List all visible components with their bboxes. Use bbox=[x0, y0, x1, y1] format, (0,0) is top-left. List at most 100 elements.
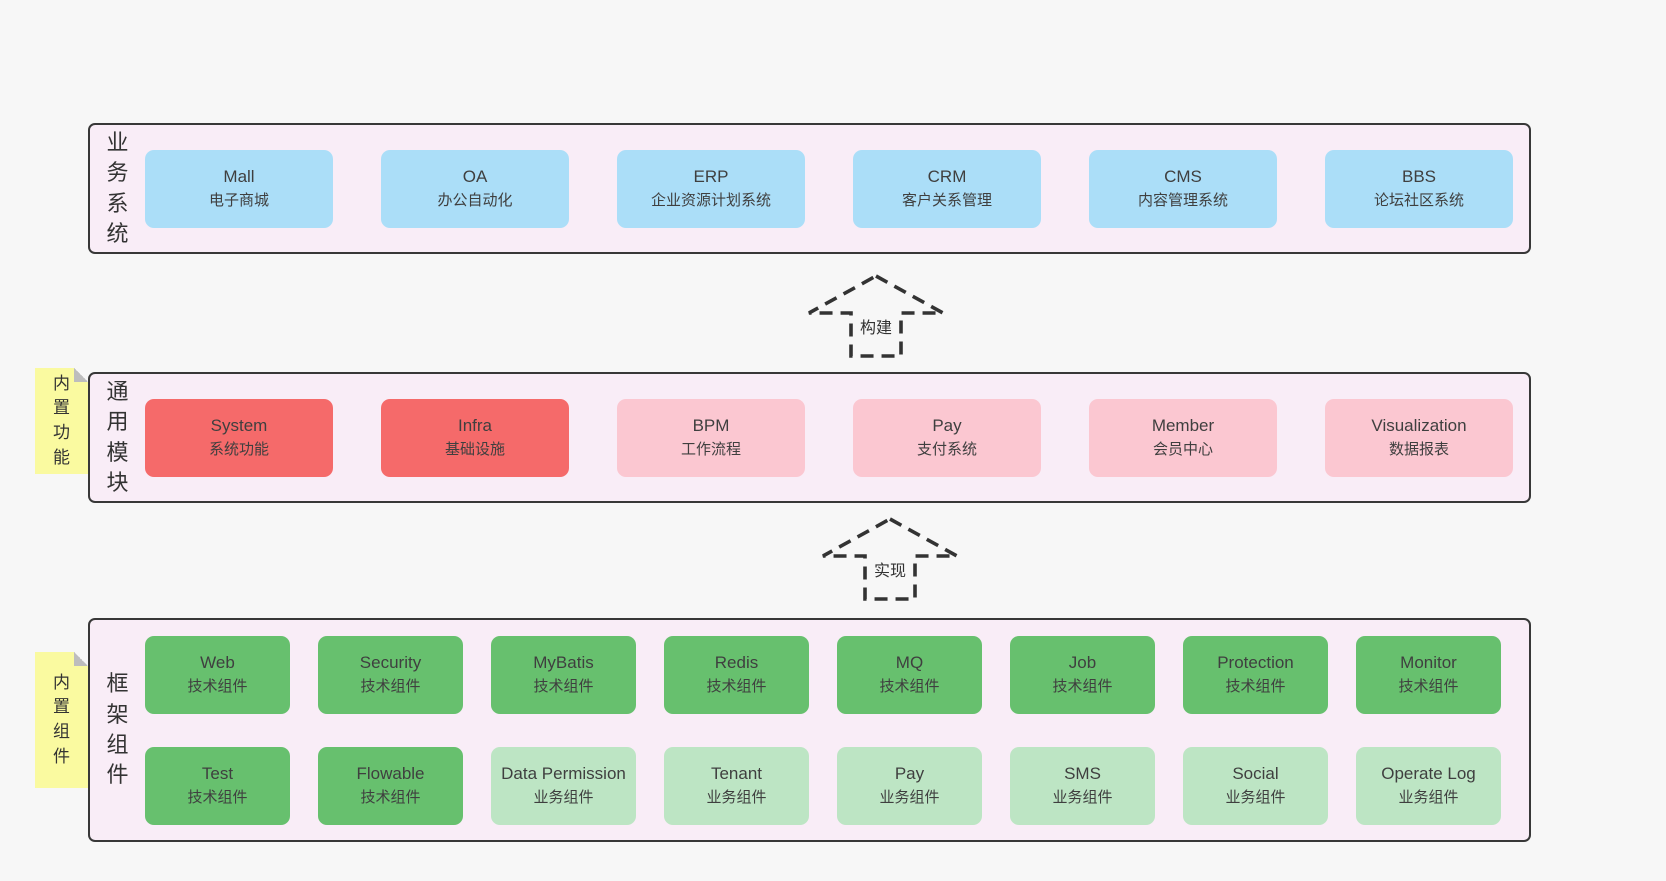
layer-common-modules: 通用模块 System 系统功能 Infra 基础设施 BPM 工作流程 Pay… bbox=[88, 372, 1531, 503]
box-mall: Mall 电子商城 bbox=[145, 149, 333, 228]
box-cms: CMS 内容管理系统 bbox=[1089, 149, 1277, 228]
box-title: MQ bbox=[895, 653, 924, 673]
box-title: CRM bbox=[927, 167, 967, 187]
box-oa: OA 办公自动化 bbox=[381, 149, 569, 228]
box-subtitle: 数据报表 bbox=[1388, 440, 1449, 458]
box-subtitle: 技术组件 bbox=[360, 788, 421, 806]
box-subtitle: 电子商城 bbox=[208, 191, 269, 209]
box-operate-log: Operate Log 业务组件 bbox=[1356, 746, 1501, 825]
box-title: Redis bbox=[714, 653, 759, 673]
box-protection: Protection 技术组件 bbox=[1183, 635, 1328, 714]
box-title: Member bbox=[1151, 416, 1215, 436]
box-bpm: BPM 工作流程 bbox=[617, 398, 805, 477]
box-title: Test bbox=[201, 764, 234, 784]
box-subtitle: 论坛社区系统 bbox=[1373, 191, 1464, 209]
layer-label-business: 业务系统 bbox=[90, 125, 145, 252]
box-security: Security 技术组件 bbox=[318, 635, 463, 714]
arrow-build-label: 构建 bbox=[855, 313, 897, 339]
module-boxes: System 系统功能 Infra 基础设施 BPM 工作流程 Pay 支付系统… bbox=[145, 374, 1529, 501]
box-pay-module: Pay 支付系统 bbox=[853, 398, 1041, 477]
box-visualization: Visualization 数据报表 bbox=[1325, 398, 1513, 477]
box-title: Mall bbox=[223, 167, 255, 187]
box-web: Web 技术组件 bbox=[145, 635, 290, 714]
box-title: Security bbox=[359, 653, 422, 673]
layer-label-components: 框架组件 bbox=[90, 620, 145, 840]
business-boxes: Mall 电子商城 OA 办公自动化 ERP 企业资源计划系统 CRM 客户关系… bbox=[145, 125, 1529, 252]
box-title: Web bbox=[200, 653, 235, 673]
box-erp: ERP 企业资源计划系统 bbox=[617, 149, 805, 228]
box-system: System 系统功能 bbox=[145, 398, 333, 477]
component-row-1: Web 技术组件 Security 技术组件 MyBatis 技术组件 Redi… bbox=[145, 635, 1529, 714]
box-subtitle: 企业资源计划系统 bbox=[650, 191, 771, 209]
box-title: OA bbox=[462, 167, 488, 187]
box-subtitle: 系统功能 bbox=[208, 440, 269, 458]
box-subtitle: 业务组件 bbox=[1225, 788, 1286, 806]
box-subtitle: 业务组件 bbox=[879, 788, 940, 806]
box-title: BBS bbox=[1401, 167, 1437, 187]
box-subtitle: 基础设施 bbox=[444, 440, 505, 458]
box-crm: CRM 客户关系管理 bbox=[853, 149, 1041, 228]
box-subtitle: 技术组件 bbox=[706, 677, 767, 695]
box-subtitle: 技术组件 bbox=[187, 677, 248, 695]
box-member: Member 会员中心 bbox=[1089, 398, 1277, 477]
box-tenant: Tenant 业务组件 bbox=[664, 746, 809, 825]
arrow-implement: 实现 bbox=[820, 516, 960, 602]
box-subtitle: 业务组件 bbox=[1398, 788, 1459, 806]
box-subtitle: 技术组件 bbox=[1052, 677, 1113, 695]
box-bbs: BBS 论坛社区系统 bbox=[1325, 149, 1513, 228]
box-test: Test 技术组件 bbox=[145, 746, 290, 825]
box-infra: Infra 基础设施 bbox=[381, 398, 569, 477]
note-built-in-features: 内置功能 bbox=[35, 368, 88, 474]
component-rows: Web 技术组件 Security 技术组件 MyBatis 技术组件 Redi… bbox=[145, 620, 1529, 840]
box-title: Pay bbox=[894, 764, 925, 784]
box-title: Social bbox=[1232, 764, 1279, 784]
box-job: Job 技术组件 bbox=[1010, 635, 1155, 714]
arrow-build: 构建 bbox=[806, 273, 946, 359]
box-pay-component: Pay 业务组件 bbox=[837, 746, 982, 825]
layer-framework-components: 框架组件 Web 技术组件 Security 技术组件 MyBatis 技术组件… bbox=[88, 618, 1531, 842]
box-mybatis: MyBatis 技术组件 bbox=[491, 635, 636, 714]
note-text: 内置组件 bbox=[52, 672, 70, 766]
box-title: SMS bbox=[1064, 764, 1101, 784]
box-title: Protection bbox=[1217, 653, 1294, 673]
box-flowable: Flowable 技术组件 bbox=[318, 746, 463, 825]
box-subtitle: 业务组件 bbox=[533, 788, 594, 806]
box-title: ERP bbox=[693, 167, 729, 187]
layer-business-systems: 业务系统 Mall 电子商城 OA 办公自动化 ERP 企业资源计划系统 CRM… bbox=[88, 123, 1531, 254]
arrow-implement-label: 实现 bbox=[869, 556, 911, 582]
box-title: Data Permission bbox=[501, 764, 626, 784]
box-title: Flowable bbox=[356, 764, 425, 784]
box-sms: SMS 业务组件 bbox=[1010, 746, 1155, 825]
component-row-2: Test 技术组件 Flowable 技术组件 Data Permission … bbox=[145, 746, 1529, 825]
box-subtitle: 技术组件 bbox=[360, 677, 421, 695]
note-built-in-components: 内置组件 bbox=[35, 652, 88, 788]
box-subtitle: 技术组件 bbox=[879, 677, 940, 695]
box-subtitle: 技术组件 bbox=[1225, 677, 1286, 695]
layer-label-text: 通用模块 bbox=[106, 378, 129, 495]
box-title: MyBatis bbox=[533, 653, 594, 673]
box-title: BPM bbox=[692, 416, 730, 436]
box-monitor: Monitor 技术组件 bbox=[1356, 635, 1501, 714]
box-title: Infra bbox=[457, 416, 493, 436]
box-title: Operate Log bbox=[1381, 764, 1476, 784]
box-title: Monitor bbox=[1400, 653, 1457, 673]
layer-label-text: 业务系统 bbox=[106, 129, 129, 246]
box-subtitle: 支付系统 bbox=[916, 440, 977, 458]
box-redis: Redis 技术组件 bbox=[664, 635, 809, 714]
box-title: Pay bbox=[932, 416, 962, 436]
box-subtitle: 内容管理系统 bbox=[1137, 191, 1228, 209]
box-title: CMS bbox=[1164, 167, 1202, 187]
layer-label-text: 框架组件 bbox=[106, 671, 129, 788]
box-subtitle: 业务组件 bbox=[1052, 788, 1113, 806]
box-subtitle: 工作流程 bbox=[680, 440, 741, 458]
note-text: 内置功能 bbox=[52, 373, 70, 467]
layer-label-modules: 通用模块 bbox=[90, 374, 145, 501]
box-subtitle: 会员中心 bbox=[1152, 440, 1213, 458]
box-data-permission: Data Permission 业务组件 bbox=[491, 746, 636, 825]
box-subtitle: 客户关系管理 bbox=[901, 191, 992, 209]
box-subtitle: 业务组件 bbox=[706, 788, 767, 806]
box-subtitle: 办公自动化 bbox=[437, 191, 513, 209]
box-subtitle: 技术组件 bbox=[187, 788, 248, 806]
box-title: System bbox=[210, 416, 268, 436]
box-subtitle: 技术组件 bbox=[1398, 677, 1459, 695]
